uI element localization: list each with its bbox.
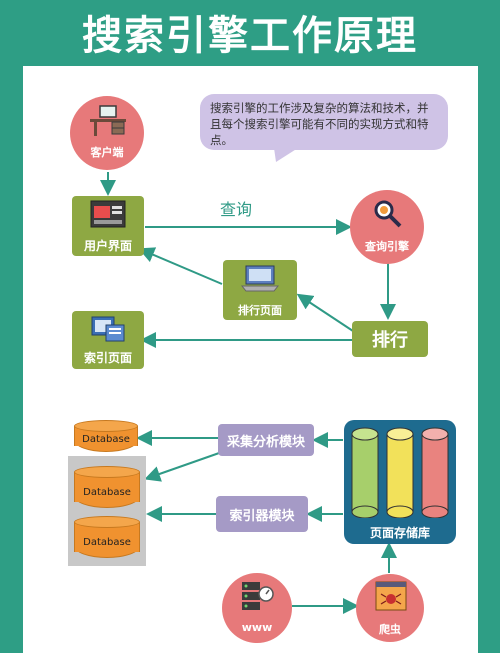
database-cylinder: Database [74, 466, 140, 508]
rank-node: 排行 [352, 321, 428, 357]
spider-page-icon [375, 581, 407, 611]
magnifier-icon [374, 200, 402, 228]
bubble-tail [274, 148, 298, 162]
laptop-icon [240, 265, 280, 292]
server-icon [242, 582, 274, 610]
query-engine-label: 查询引擎 [365, 240, 409, 253]
edge-rank-rankpage [296, 293, 357, 334]
rank-page-label: 排行页面 [238, 304, 282, 317]
database-cylinder: Database [74, 516, 140, 558]
index-page-label: 索引页面 [83, 351, 132, 365]
database-label: Database [83, 537, 131, 548]
storage-cylinders-icon [351, 427, 449, 518]
browser-window-icon [90, 200, 126, 228]
crawler-label: 爬虫 [379, 623, 401, 636]
note-bubble: 搜索引擎的工作涉及复杂的算法和技术，并且每个搜索引擎可能有不同的实现方式和特点。 [200, 94, 448, 150]
database-label: Database [83, 487, 131, 498]
database-label: Database [82, 434, 130, 445]
edge-collect-dbgroup [144, 451, 223, 482]
documents-icon [91, 316, 125, 342]
www-label: www [241, 621, 273, 634]
database-cylinder: Database [74, 420, 138, 452]
desk-icon [90, 105, 126, 136]
page-title: 搜索引擎工作原理 [82, 13, 418, 59]
page-storage-label: 页面存储库 [369, 526, 430, 540]
edge-rankpage-ui [138, 247, 223, 285]
edge-label-query: 查询 [220, 200, 253, 219]
client-label: 客户端 [90, 146, 124, 159]
collect-analyze-module: 采集分析模块 [218, 424, 314, 456]
ui-label: 用户界面 [83, 239, 132, 253]
indexer-module: 索引器模块 [216, 496, 308, 532]
